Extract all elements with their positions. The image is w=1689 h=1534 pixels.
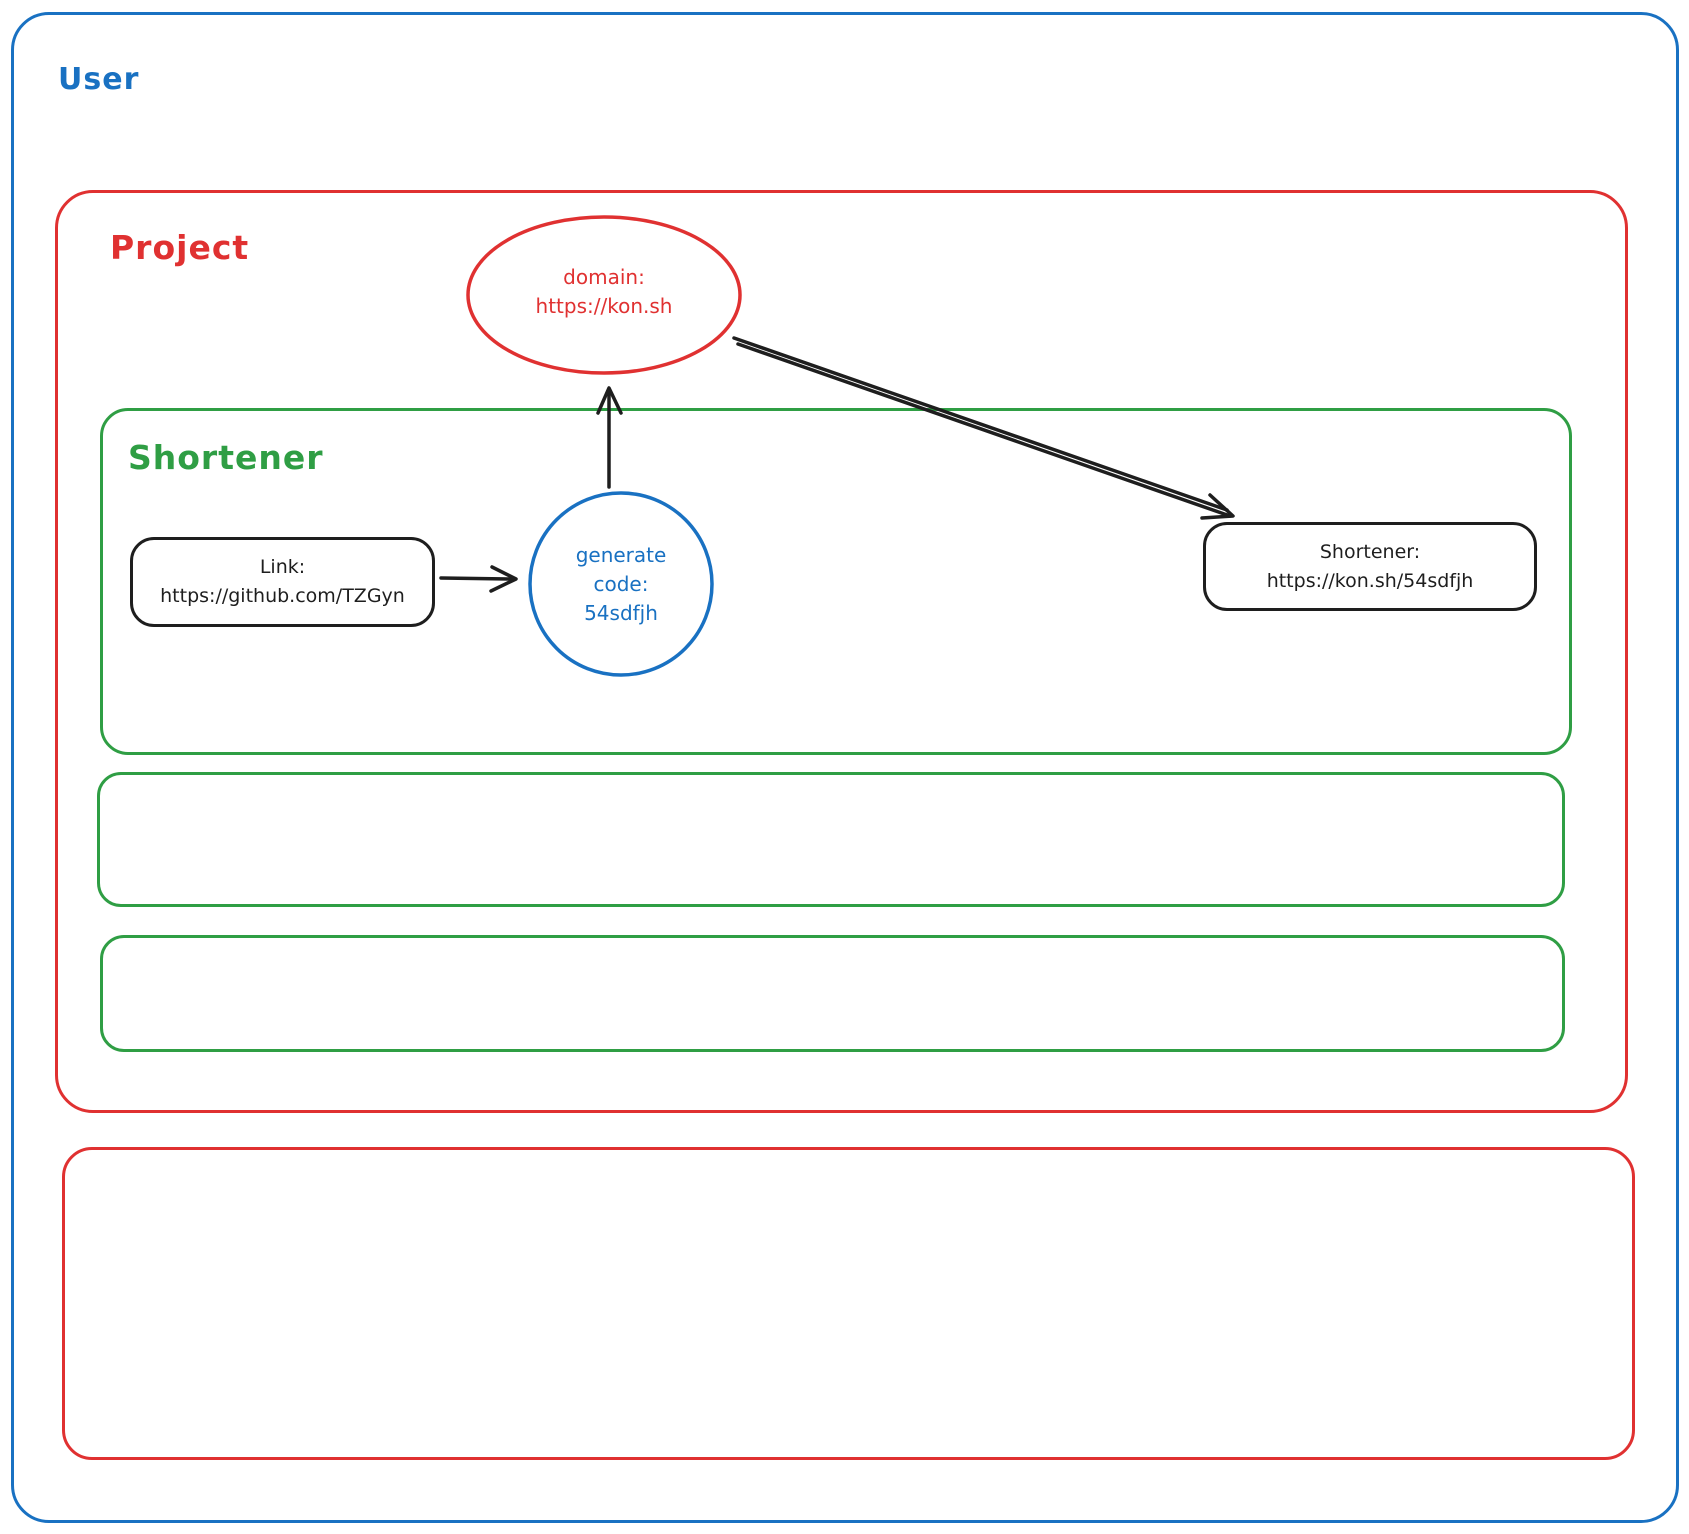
result-node: Shortener: https://kon.sh/54sdfjh <box>1203 522 1537 611</box>
link-node-title: Link: <box>259 556 306 578</box>
generate-code-label: generate code: 54sdfjh <box>511 541 731 628</box>
shortener-label: Shortener <box>128 438 324 477</box>
result-node-url: https://kon.sh/54sdfjh <box>1266 569 1474 592</box>
project-label: Project <box>110 228 250 267</box>
user-label: User <box>58 62 140 97</box>
user-container-frame <box>11 12 1679 1523</box>
domain-ellipse-line1: domain: <box>563 265 645 289</box>
empty-red-box <box>62 1147 1635 1460</box>
generate-code-line3: 54sdfjh <box>584 601 658 625</box>
empty-green-row-1 <box>97 772 1565 907</box>
link-node: Link: https://github.com/TZGyn <box>130 537 435 627</box>
empty-green-row-2 <box>100 935 1565 1052</box>
domain-ellipse-label: domain: https://kon.sh <box>474 263 734 321</box>
domain-ellipse-line2: https://kon.sh <box>535 294 673 318</box>
generate-code-line2: code: <box>593 572 649 596</box>
generate-code-line1: generate <box>575 543 667 567</box>
link-node-url: https://github.com/TZGyn <box>160 585 405 607</box>
project-container-frame <box>55 190 1628 1113</box>
result-node-title: Shortener: <box>1319 540 1421 563</box>
